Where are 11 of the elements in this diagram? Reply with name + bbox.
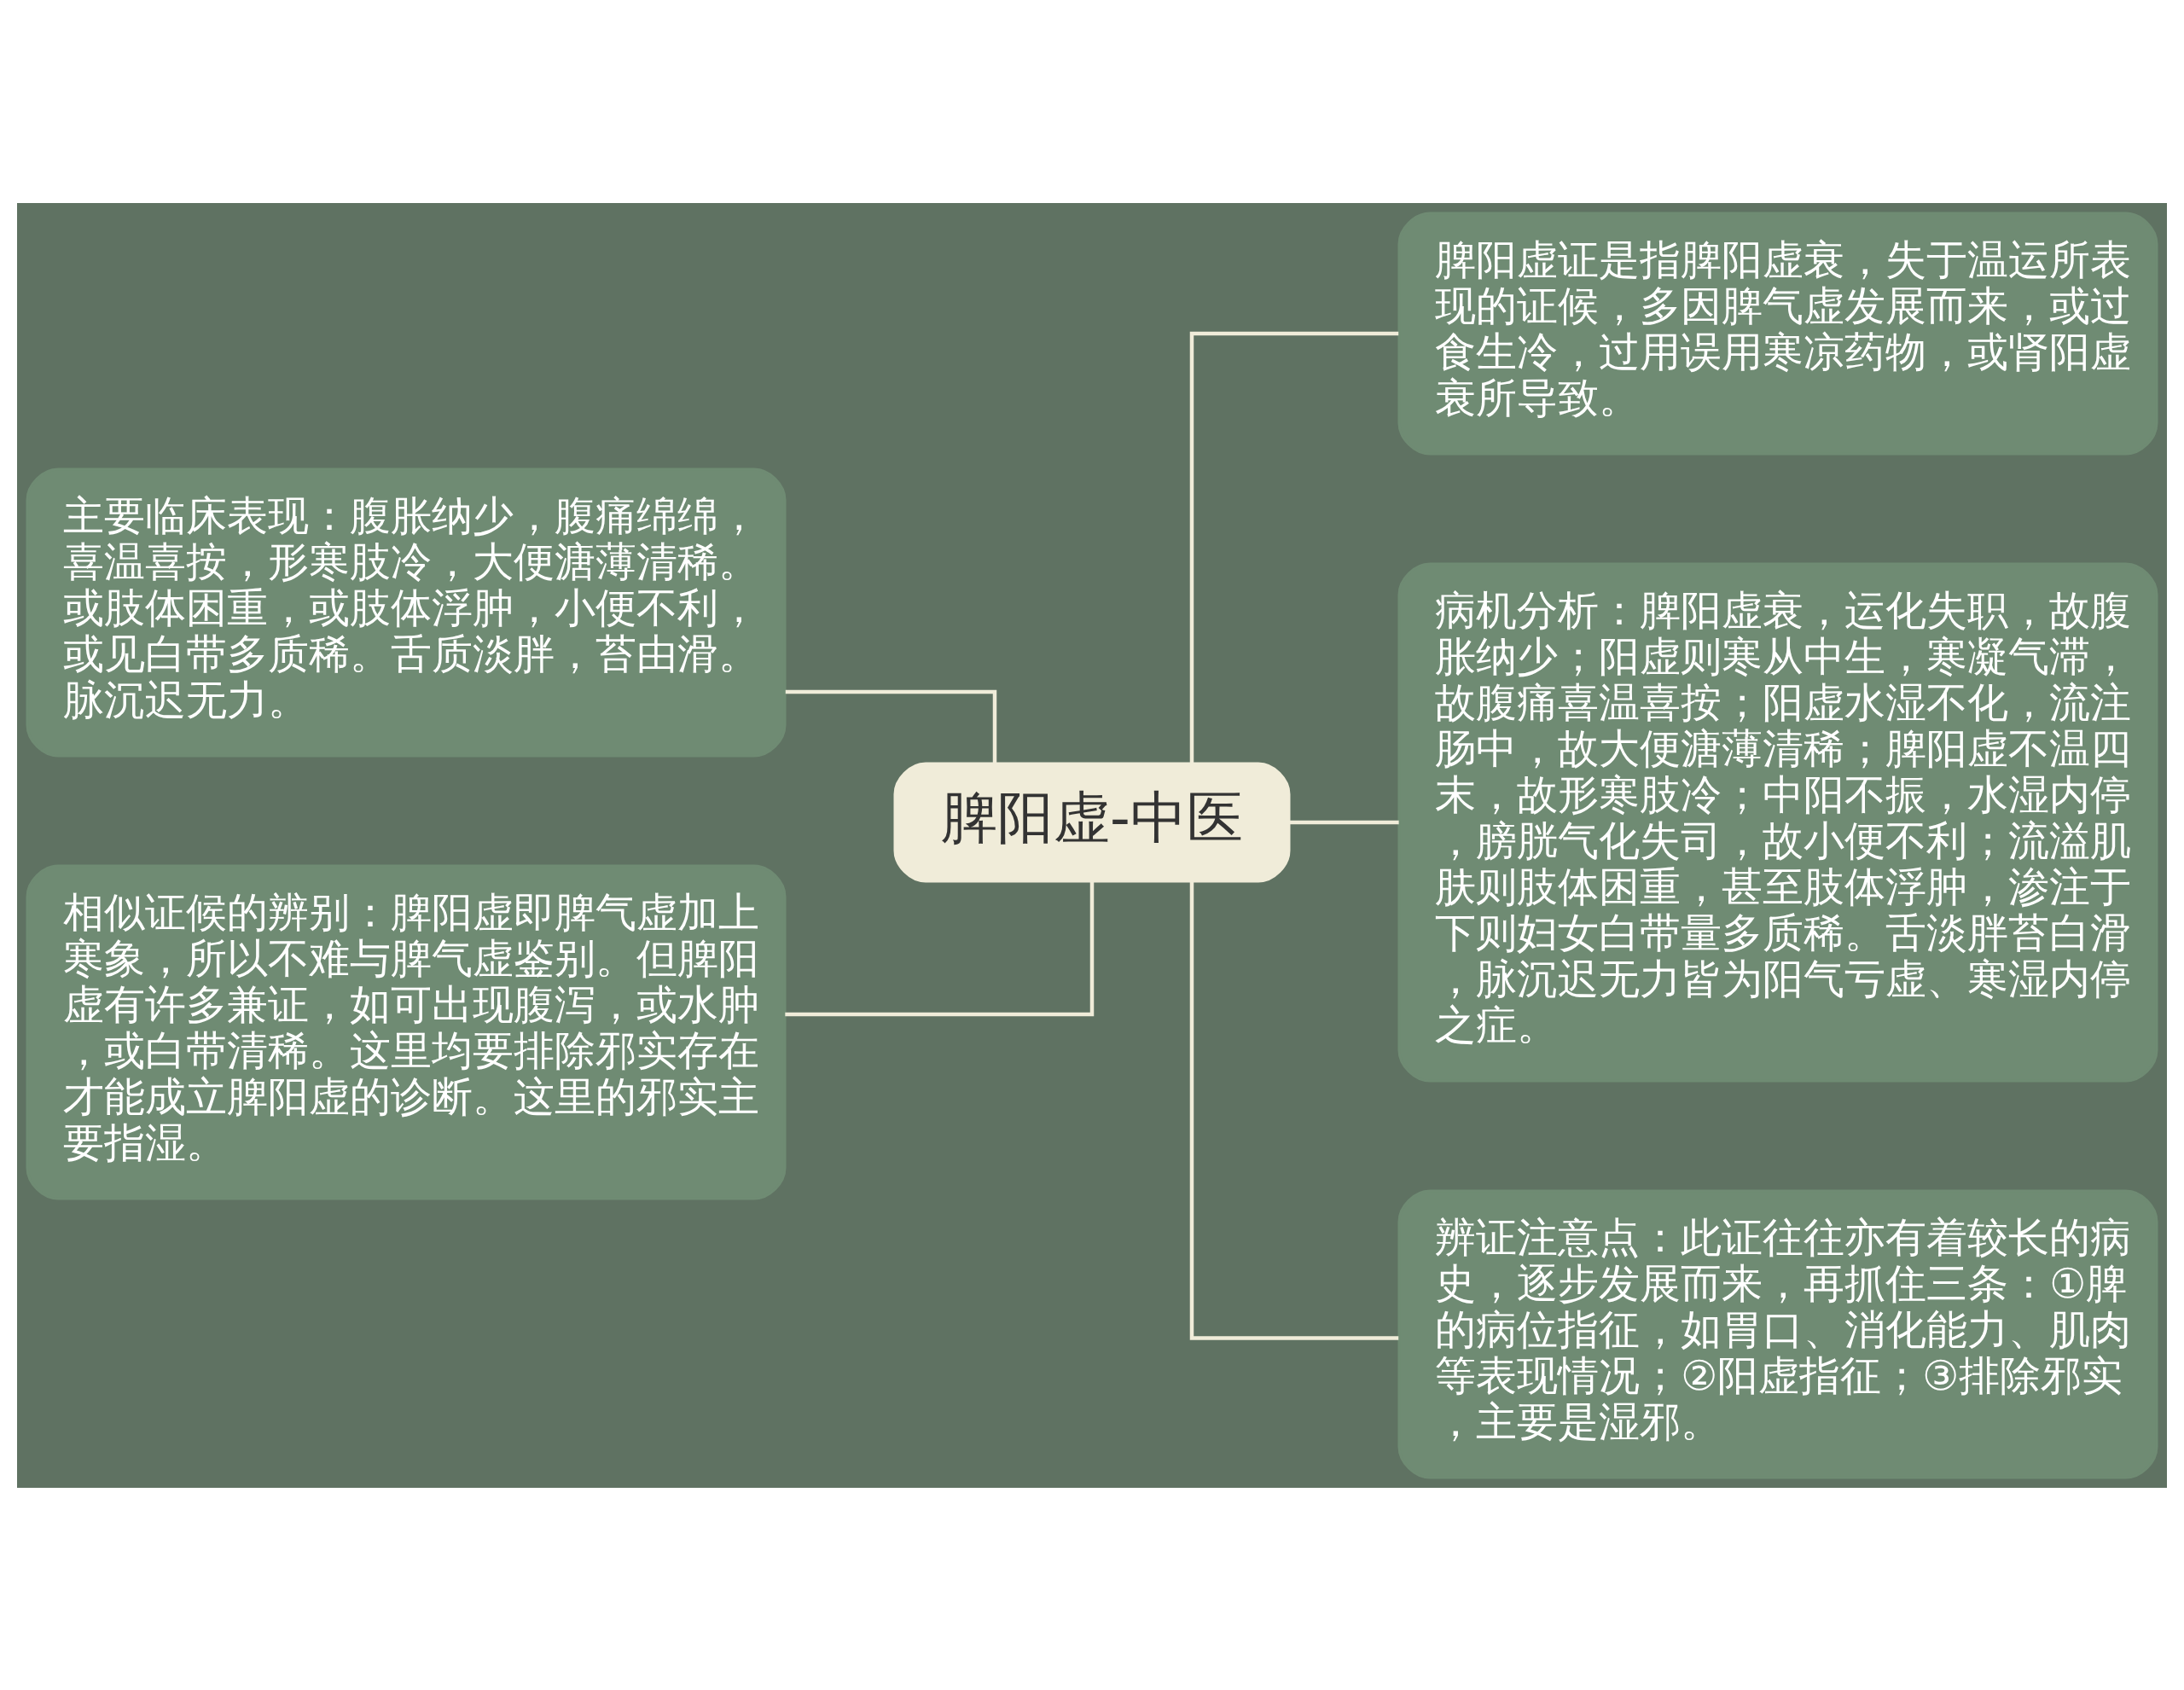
node-box: 主要临床表现：腹胀纳少，腹痛绵绵，喜温喜按，形寒肢冷，大便溏薄清稀。或肢体困重，或肢体浮肿，小便不利，或见白带多质稀。舌质淡胖，苔由滑。脉沉迟无力。	[26, 468, 787, 757]
node-box: 脾阳虚-中医	[893, 762, 1291, 882]
connector	[785, 689, 997, 764]
connector	[785, 881, 1095, 1016]
connector	[1189, 331, 1399, 764]
connector	[1289, 820, 1399, 824]
node-box: 脾阳虚证是指脾阳虚衰，失于温运所表现的证候，多因脾气虚发展而来，或过食生冷，过用误用寒凉药物，或肾阳虚衰所导致。	[1397, 212, 2158, 455]
node-box: 相似证候的辨别：脾阳虚即脾气虚加上寒象，所以不难与脾气虚鉴别。但脾阳虚有许多兼证，如可出现腹泻，或水肿，或白带清稀。这里均要排除邪实存在才能成立脾阳虚的诊断。这里的邪实主要指湿。	[26, 864, 787, 1199]
connector	[1189, 880, 1399, 1340]
node-box: 辨证注意点：此证往往亦有着较长的病史，逐步发展而来，再抓住三条：①脾的病位指征，如胃口、消化能力、肌肉等表现情况；②阳虚指征；③排除邪实，主要是湿邪。	[1397, 1189, 2158, 1478]
node-box: 病机分析：脾阳虚衰，运化失职，故腹胀纳少；阳虚则寒从中生，寒凝气滞，故腹痛喜温喜按；阳虚水湿不化，流注肠中，故大便溏薄清稀；脾阳虚不温四末，故形寒肢冷；中阳不振，水湿内停，膀胱气化失司，故小便不利；流溢肌肤则肢体困重，甚至肢体浮肿，渗注于下则妇女白带量多质稀。舌淡胖苔白滑，脉沉迟无力皆为阳气亏虚、寒湿内停之症。	[1397, 562, 2158, 1082]
